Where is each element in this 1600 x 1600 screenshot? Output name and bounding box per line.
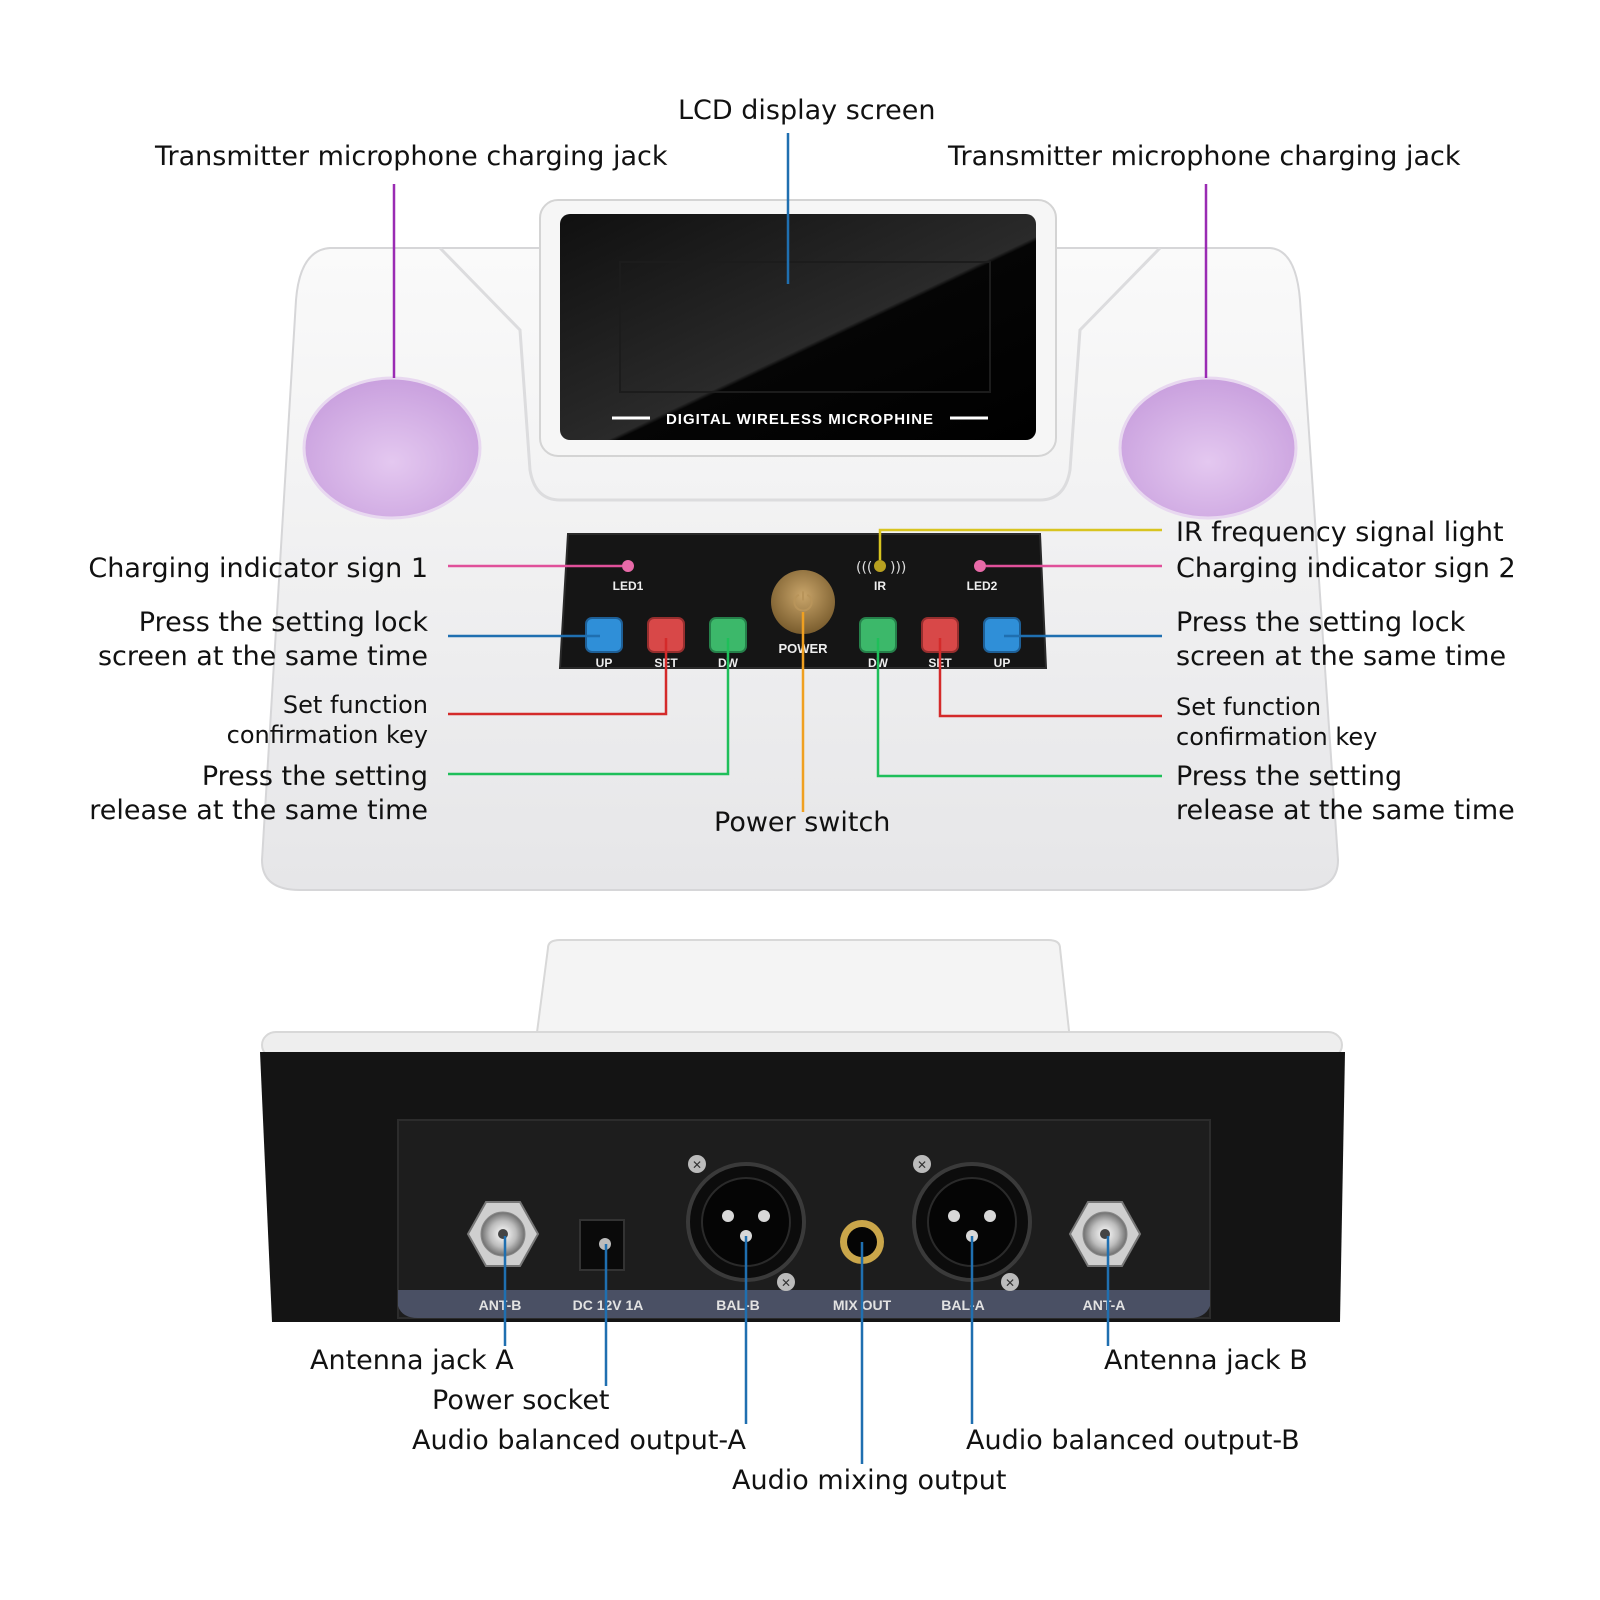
svg-text:✕: ✕ — [692, 1158, 702, 1172]
release-right-leader — [876, 638, 1162, 778]
ir-leader — [878, 528, 1162, 560]
label-antenna-a: Antenna jack A — [310, 1345, 514, 1376]
antenna-jack-left — [466, 1201, 540, 1267]
svg-text:UP: UP — [596, 656, 613, 670]
svg-text:BAL-A: BAL-A — [941, 1297, 985, 1313]
label-bal-out-a: Audio balanced output-A — [412, 1425, 747, 1456]
label-lcd: LCD display screen — [678, 95, 936, 126]
svg-text:(((: ((( — [856, 560, 872, 576]
label-antenna-b: Antenna jack B — [1104, 1345, 1308, 1376]
ir-sensor — [874, 560, 886, 572]
label-jack-right: Transmitter microphone charging jack — [948, 141, 1461, 172]
top-unit: DIGITAL WIRELESS MICROPHINE LED1 LED2 ((… — [260, 199, 1340, 891]
antenna-jack-right — [1068, 1201, 1142, 1267]
screen-text: DIGITAL WIRELESS MICROPHINE — [666, 411, 934, 428]
label-ir-light: IR frequency signal light — [1176, 517, 1504, 548]
svg-text:ANT-B: ANT-B — [479, 1297, 522, 1313]
set-left-leader — [448, 638, 668, 716]
release-left-leader — [448, 638, 730, 776]
label-jack-left: Transmitter microphone charging jack — [155, 141, 668, 172]
svg-text:))): ))) — [890, 560, 906, 576]
led2-indicator — [974, 560, 986, 572]
charging-jack-left — [302, 376, 482, 520]
label-charge2: Charging indicator sign 2 — [1176, 553, 1516, 584]
xlr-output-left: ✕ ✕ — [686, 1155, 806, 1291]
svg-text:✕: ✕ — [1005, 1276, 1015, 1290]
label-mix-out: Audio mixing output — [732, 1465, 1007, 1496]
rear-top-housing — [534, 939, 1072, 1041]
svg-text:LED2: LED2 — [967, 579, 998, 593]
svg-text:IR: IR — [874, 579, 886, 593]
label-charge1: Charging indicator sign 1 — [88, 553, 428, 584]
leader-lines — [392, 133, 1208, 1464]
rear-unit: ANT-B DC 12V 1A BAL-B MIX OUT BAL-A ANT-… — [260, 939, 1345, 1322]
label-bal-out-b: Audio balanced output-B — [966, 1425, 1300, 1456]
svg-text:ANT-A: ANT-A — [1083, 1297, 1126, 1313]
svg-text:UP: UP — [994, 656, 1011, 670]
led1-indicator — [622, 560, 634, 572]
dc-power-socket — [579, 1219, 625, 1271]
power-button — [771, 570, 835, 634]
label-power-socket: Power socket — [432, 1385, 610, 1416]
svg-text:LED1: LED1 — [613, 579, 644, 593]
label-power-switch: Power switch — [714, 807, 891, 838]
xlr-output-right: ✕ ✕ — [912, 1155, 1032, 1291]
charging-jack-right — [1118, 376, 1298, 520]
svg-text:⏻: ⏻ — [793, 588, 814, 618]
lcd-screen — [560, 214, 1036, 440]
svg-text:✕: ✕ — [917, 1158, 927, 1172]
svg-text:✕: ✕ — [781, 1276, 791, 1290]
svg-text:DC 12V 1A: DC 12V 1A — [573, 1297, 644, 1313]
svg-text:BAL-B: BAL-B — [716, 1297, 760, 1313]
set-right-leader — [938, 638, 1162, 718]
